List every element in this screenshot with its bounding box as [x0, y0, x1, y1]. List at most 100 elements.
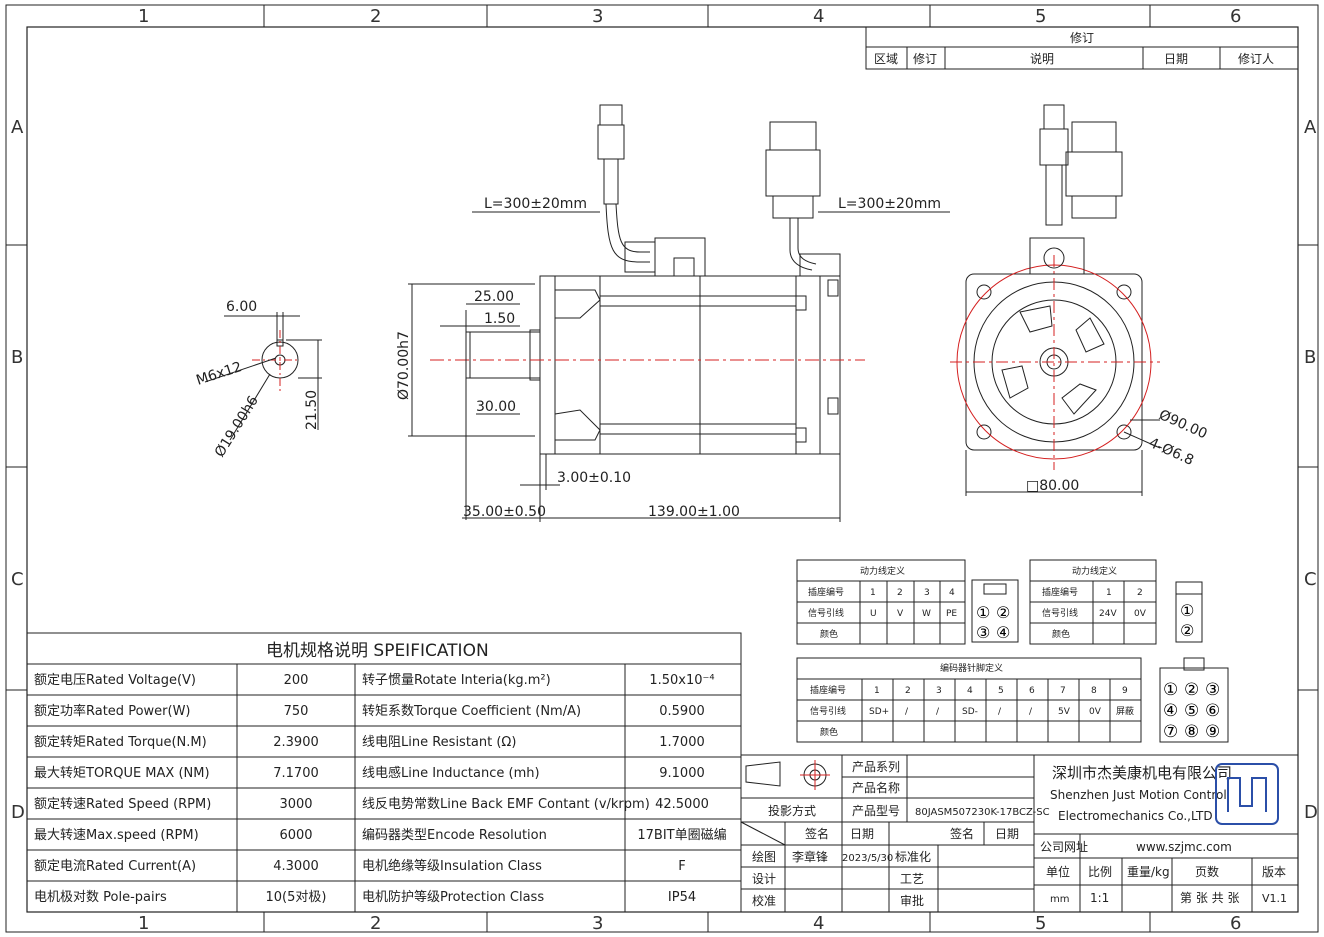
- tb-company-cn: 深圳市杰美康机电有限公司: [1052, 764, 1232, 782]
- dim-key-height: 21.50: [304, 390, 320, 430]
- enc-h8: 8: [1091, 686, 1097, 696]
- tb-product-series: 产品系列: [852, 760, 900, 774]
- tb-check: 校准: [752, 893, 776, 908]
- enc-pin-5: ⑤: [1184, 701, 1199, 721]
- tb-approve: 审批: [900, 893, 924, 908]
- zone-row-c: C: [11, 569, 24, 590]
- zone-col-2: 2: [370, 6, 381, 27]
- zone-row-a: A: [11, 117, 24, 138]
- spec-cell-r3-c0: 最大转矩TORQUE MAX (NM): [34, 766, 210, 781]
- spec-cell-r1-c3: 0.5900: [659, 704, 705, 719]
- tb-drawer: 李章锋: [792, 849, 828, 864]
- tb-scale: 1:1: [1090, 891, 1109, 905]
- enc-s4: SD-: [962, 707, 978, 717]
- power-pin-1: ①: [976, 603, 990, 622]
- spec-cell-r6-c0: 额定电流Rated Current(A): [34, 859, 196, 874]
- enc-h7: 7: [1060, 686, 1066, 696]
- enc-s9: 屏蔽: [1116, 705, 1134, 717]
- enc-pin-7: ⑦: [1163, 722, 1178, 742]
- zone-col-1-bottom: 1: [138, 913, 149, 934]
- encoder-table: [796, 657, 1229, 743]
- dim-length-25: 25.00: [474, 289, 514, 305]
- rev-desc: 说明: [1030, 51, 1054, 66]
- spec-cell-r5-c3: 17BIT单圈磁编: [637, 828, 726, 843]
- tb-website: www.szjmc.com: [1136, 840, 1232, 854]
- enc-s5: /: [998, 707, 1002, 717]
- company-logo: [1215, 763, 1279, 825]
- power-c0: 颜色: [820, 628, 838, 640]
- tb-standard: 标准化: [895, 850, 931, 864]
- spec-table: [26, 632, 742, 913]
- enc-s0: 信号引线: [810, 705, 846, 717]
- title-block: [740, 754, 1299, 913]
- zone-row-d-right: D: [1304, 802, 1318, 823]
- zone-row-b: B: [11, 347, 23, 368]
- power-h3: 3: [924, 588, 930, 598]
- tb-unit-label: 单位: [1046, 864, 1070, 879]
- spec-cell-r3-c2: 线电感Line Inductance (mh): [362, 765, 540, 781]
- power-h2: 2: [897, 588, 903, 598]
- zone-col-5: 5: [1035, 6, 1046, 27]
- tb-scale-label: 比例: [1088, 865, 1112, 879]
- rev-person: 修订人: [1238, 51, 1274, 66]
- enc-s6: /: [1029, 707, 1033, 717]
- power-s2: V: [897, 609, 904, 619]
- tb-draw-date: 2023/5/30: [842, 853, 893, 864]
- enc-s2: /: [905, 707, 909, 717]
- tb-company-en1: Shenzhen Just Motion Control: [1050, 788, 1227, 802]
- dim-key-width: 6.00: [226, 299, 257, 315]
- zone-col-3-bottom: 3: [592, 913, 603, 934]
- spec-cell-r7-c2: 电机防护等级Protection Class: [362, 889, 544, 905]
- tb-pages-label: 页数: [1195, 864, 1219, 879]
- enc-s7: 5V: [1058, 707, 1071, 717]
- zone-row-d: D: [11, 802, 25, 823]
- dim-shaft-dia: Ø19.00h6: [212, 393, 262, 460]
- brake-c0: 颜色: [1052, 628, 1070, 640]
- spec-cell-r3-c3: 9.1000: [659, 766, 705, 781]
- tb-company-en2: Electromechanics Co.,LTD: [1058, 809, 1213, 823]
- enc-h0: 插座编号: [810, 684, 846, 696]
- power-h1: 1: [870, 588, 876, 598]
- power-table: [796, 559, 1019, 645]
- tb-version: V1.1: [1262, 892, 1287, 905]
- enc-pin-3: ③: [1205, 680, 1220, 700]
- tb-sign2: 签名: [950, 826, 974, 841]
- spec-cell-r7-c0: 电机极对数 Pole-pairs: [34, 890, 167, 905]
- tb-draw-label: 绘图: [752, 849, 776, 864]
- power-pin-4: ④: [996, 623, 1010, 642]
- brake-s0: 信号引线: [1042, 607, 1078, 619]
- spec-cell-r5-c2: 编码器类型Encode Resolution: [362, 828, 547, 843]
- zone-col-6: 6: [1230, 6, 1241, 27]
- enc-pin-9: ⑨: [1205, 722, 1220, 742]
- tb-design: 设计: [752, 872, 776, 886]
- enc-h1: 1: [874, 686, 880, 696]
- enc-pin-2: ②: [1184, 680, 1199, 700]
- power-s0: 信号引线: [808, 607, 844, 619]
- power-s1: U: [870, 609, 877, 619]
- zone-col-4: 4: [813, 6, 824, 27]
- tb-model-label: 产品型号: [852, 804, 900, 818]
- brake-h1: 1: [1106, 588, 1112, 598]
- tb-unit: mm: [1050, 894, 1069, 905]
- dim-length-1-5: 1.50: [484, 311, 515, 327]
- outer-frame: [5, 4, 1319, 933]
- zone-col-2-bottom: 2: [370, 913, 381, 934]
- tb-date: 日期: [850, 827, 874, 841]
- zone-col-6-bottom: 6: [1230, 913, 1241, 934]
- spec-cell-r4-c1: 3000: [279, 797, 312, 812]
- shaft-end-view: [204, 312, 322, 441]
- brake-table: [1029, 559, 1203, 645]
- tb-process: 工艺: [900, 872, 924, 886]
- tb-projection: 投影方式: [768, 803, 816, 818]
- enc-pin-4: ④: [1163, 701, 1178, 721]
- tb-sign: 签名: [805, 826, 829, 841]
- encoder-title: 编码器针脚定义: [940, 662, 1003, 674]
- dim-shaft-len: 35.00±0.50: [463, 504, 546, 520]
- zone-col-3: 3: [592, 6, 603, 27]
- power-h0: 插座编号: [808, 586, 844, 598]
- enc-h9: 9: [1122, 686, 1128, 696]
- spec-cell-r7-c3: IP54: [668, 890, 696, 905]
- spec-cell-r4-c2: 线反电势常数Line Back EMF Contant (v/krpm): [362, 796, 650, 812]
- spec-cell-r4-c3: 42.5000: [655, 797, 709, 812]
